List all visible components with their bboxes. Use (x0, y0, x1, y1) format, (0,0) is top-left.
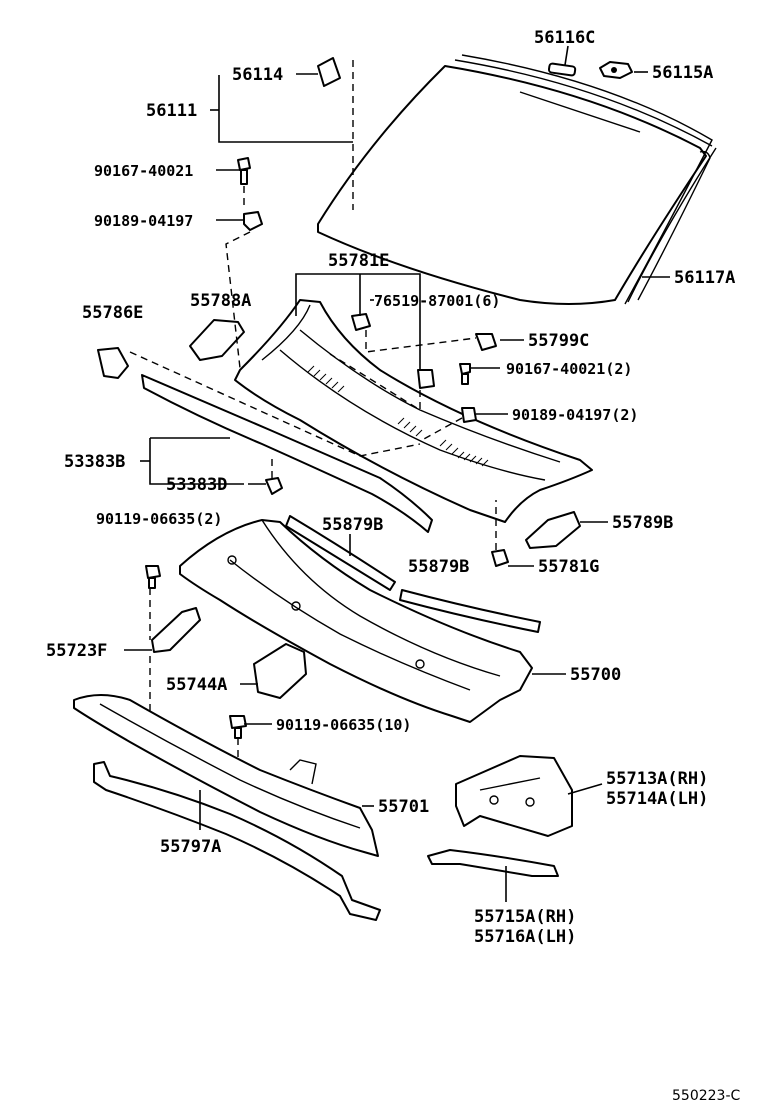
clip-76519-87001 (351, 313, 371, 331)
label-53383d: 53383D (166, 475, 227, 495)
label-55781e: 55781E (328, 251, 389, 271)
seal-55797a (93, 761, 381, 921)
retainer-56114 (317, 57, 341, 87)
cowl-louver-panel (234, 299, 593, 523)
label-55715a: 55715A(RH) (474, 907, 576, 927)
cover-55786e (97, 347, 129, 379)
label-55789b: 55789B (612, 513, 673, 533)
label-56117a: 56117A (674, 268, 735, 288)
label-55797a: 55797A (160, 837, 221, 857)
clip-55799c (475, 333, 497, 351)
bracket-55715a (427, 849, 559, 877)
lower-cowl-55701 (73, 694, 379, 857)
label-56111: 56111 (146, 101, 197, 121)
label-55799c: 55799C (528, 331, 589, 351)
guide-lines (129, 60, 497, 760)
label-55786e: 55786E (82, 303, 143, 323)
bolt-90167-40021 (237, 157, 251, 185)
label-55788a: 55788A (190, 291, 251, 311)
clip-56116c (547, 62, 577, 77)
clip-55781e-side (417, 369, 435, 389)
bracket-55713a (455, 755, 573, 837)
nut-90189-04197-2 (461, 407, 477, 423)
label-55716a: 55716A(LH) (474, 927, 576, 947)
clip-53383d (265, 477, 283, 495)
bolt-90119-06635-2 (145, 565, 161, 589)
label-90189-04197-2: 90189-04197(2) (512, 406, 638, 424)
bolt-90167-40021-2 (459, 363, 471, 385)
label-56115a: 56115A (652, 63, 713, 83)
label-55714a: 55714A(LH) (606, 789, 708, 809)
label-55879b-lower: 55879B (408, 557, 469, 577)
nut-90189-04197 (243, 211, 263, 231)
label-55781g: 55781G (538, 557, 599, 577)
windshield-glass (317, 54, 713, 305)
bolt-90119-06635-10 (229, 715, 247, 739)
cowl-panel-55700 (179, 519, 533, 723)
label-76519-87001: 76519-87001(6) (374, 292, 500, 310)
label-55879b-upper: 55879B (322, 515, 383, 535)
windshield-molding (627, 147, 717, 303)
label-53383b: 53383B (64, 452, 125, 472)
leader-lines (124, 45, 670, 902)
label-55713a: 55713A(RH) (606, 769, 708, 789)
bracket-55723f (151, 607, 201, 653)
seal-55879b-lower (399, 589, 541, 633)
bracket-55788a (189, 319, 245, 361)
label-55723f: 55723F (46, 641, 107, 661)
clip-56115a (599, 61, 633, 79)
label-55700: 55700 (570, 665, 621, 685)
label-55701: 55701 (378, 797, 429, 817)
label-90167-40021: 90167-40021 (94, 162, 193, 180)
seal-55879b-upper (285, 515, 396, 591)
label-56116c: 56116C (534, 28, 595, 48)
label-90189-04197: 90189-04197 (94, 212, 193, 230)
diagram-code: 550223-C (672, 1088, 740, 1104)
label-90119-06635-2: 90119-06635(2) (96, 510, 222, 528)
label-90167-40021-2: 90167-40021(2) (506, 360, 632, 378)
clip-55781g (491, 549, 509, 567)
label-90119-06635-10: 90119-06635(10) (276, 716, 411, 734)
bracket-55744a (253, 643, 307, 699)
part-labels: 56116C 56115A 56114 56111 90167-40021 90… (46, 28, 740, 1104)
label-56114: 56114 (232, 65, 283, 85)
bracket-55789b (525, 511, 581, 549)
seal-53383b (141, 374, 433, 533)
label-55744a: 55744A (166, 675, 227, 695)
